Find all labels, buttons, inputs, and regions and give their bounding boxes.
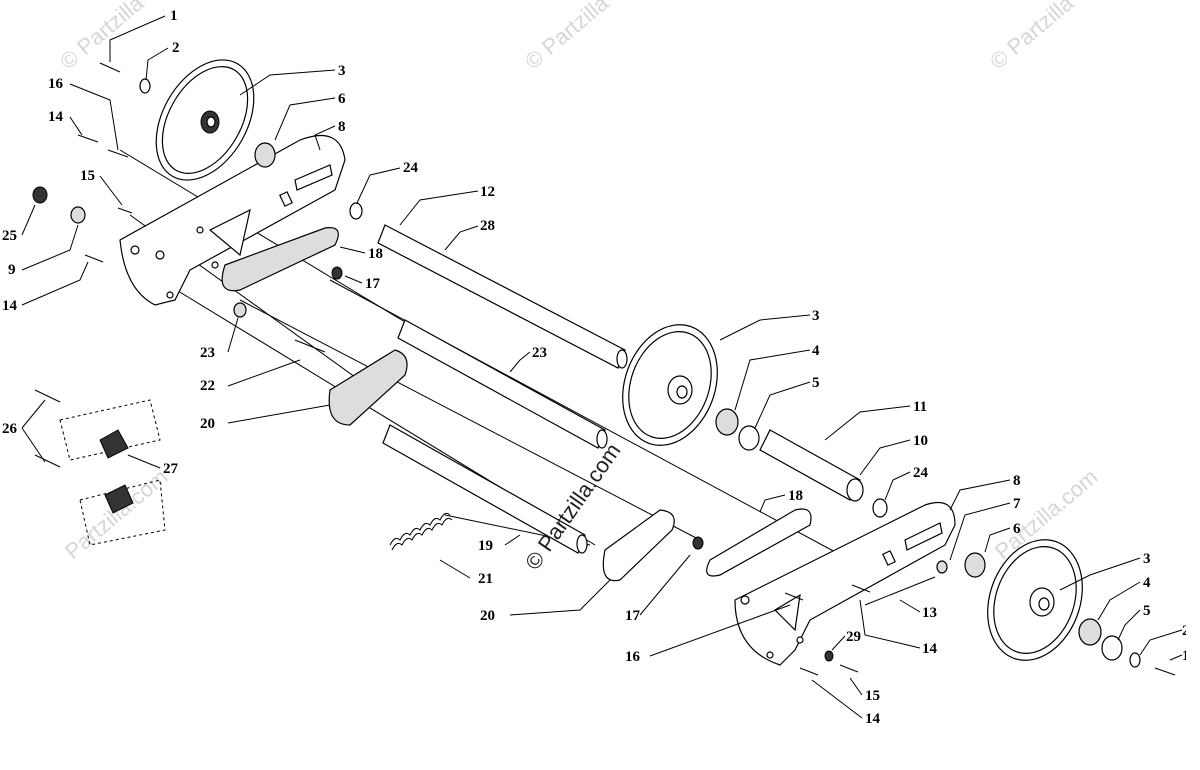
inset-clips xyxy=(34,389,134,514)
callout-17-top: 17 xyxy=(365,276,381,292)
callout-14-top: 14 xyxy=(48,109,64,125)
right-rail-bracket xyxy=(734,501,956,666)
callout-11: 11 xyxy=(913,399,927,415)
callout-10: 10 xyxy=(913,433,928,449)
callout-numbers: 1 2 3 6 8 16 14 15 24 12 28 25 9 18 17 1… xyxy=(2,8,1190,727)
callout-21: 21 xyxy=(478,571,493,587)
callout-1-right: 1 xyxy=(1182,648,1190,664)
callout-6-top: 6 xyxy=(338,91,346,107)
callout-2-right: 2 xyxy=(1182,623,1190,639)
callout-20-left: 20 xyxy=(200,416,215,432)
right-edge-strip xyxy=(1186,0,1200,770)
callout-14-bottom: 14 xyxy=(865,711,881,727)
callout-24-right: 24 xyxy=(913,465,929,481)
callout-17-right: 17 xyxy=(625,608,641,624)
callout-16-right: 16 xyxy=(625,649,641,665)
callout-5-right: 5 xyxy=(1143,603,1151,619)
idler-wheel-lower-right xyxy=(987,539,1083,661)
callout-23-center: 23 xyxy=(532,345,547,361)
callout-23-left: 23 xyxy=(200,345,215,361)
leader-lines xyxy=(21,15,1183,719)
idler-wheel-upper-left xyxy=(155,59,255,181)
callout-24-top: 24 xyxy=(403,160,419,176)
callout-15-right: 15 xyxy=(865,688,880,704)
callout-4-right: 4 xyxy=(1143,575,1151,591)
callout-3-top: 3 xyxy=(338,63,346,79)
shafts xyxy=(377,224,864,554)
callout-28: 28 xyxy=(480,218,495,234)
inset-detail xyxy=(59,399,166,546)
callout-27: 27 xyxy=(163,461,179,477)
left-rail-bracket xyxy=(119,134,346,306)
callout-14-right: 14 xyxy=(922,641,938,657)
bearings-and-washers xyxy=(32,78,1141,668)
callout-18-right: 18 xyxy=(788,488,803,504)
callout-29: 29 xyxy=(846,629,861,645)
callout-20-right: 20 xyxy=(480,608,495,624)
spring xyxy=(389,512,453,551)
callout-26: 26 xyxy=(2,421,18,437)
callout-19: 19 xyxy=(478,538,493,554)
callout-25: 25 xyxy=(2,228,17,244)
callout-2-top: 2 xyxy=(172,40,180,56)
callout-9: 9 xyxy=(8,262,16,278)
callout-16-top: 16 xyxy=(48,76,64,92)
idler-wheel-center xyxy=(622,324,718,446)
slides xyxy=(221,227,812,577)
callout-3-center: 3 xyxy=(812,308,820,324)
callout-8-top: 8 xyxy=(338,119,346,135)
callout-6-right: 6 xyxy=(1013,521,1021,537)
callout-4-center: 4 xyxy=(812,343,820,359)
callout-22: 22 xyxy=(200,378,215,394)
callout-5-center: 5 xyxy=(812,375,820,391)
callout-8-right: 8 xyxy=(1013,473,1021,489)
callout-15-top: 15 xyxy=(80,168,95,184)
callout-14-left: 14 xyxy=(2,298,18,314)
callout-7: 7 xyxy=(1013,496,1021,512)
callout-18-top: 18 xyxy=(368,246,383,262)
callout-13: 13 xyxy=(922,605,937,621)
bolts xyxy=(77,62,1176,676)
callout-1-top: 1 xyxy=(170,8,178,24)
stop-arms xyxy=(328,349,675,582)
callout-12: 12 xyxy=(480,184,495,200)
callout-3-right: 3 xyxy=(1143,551,1151,567)
